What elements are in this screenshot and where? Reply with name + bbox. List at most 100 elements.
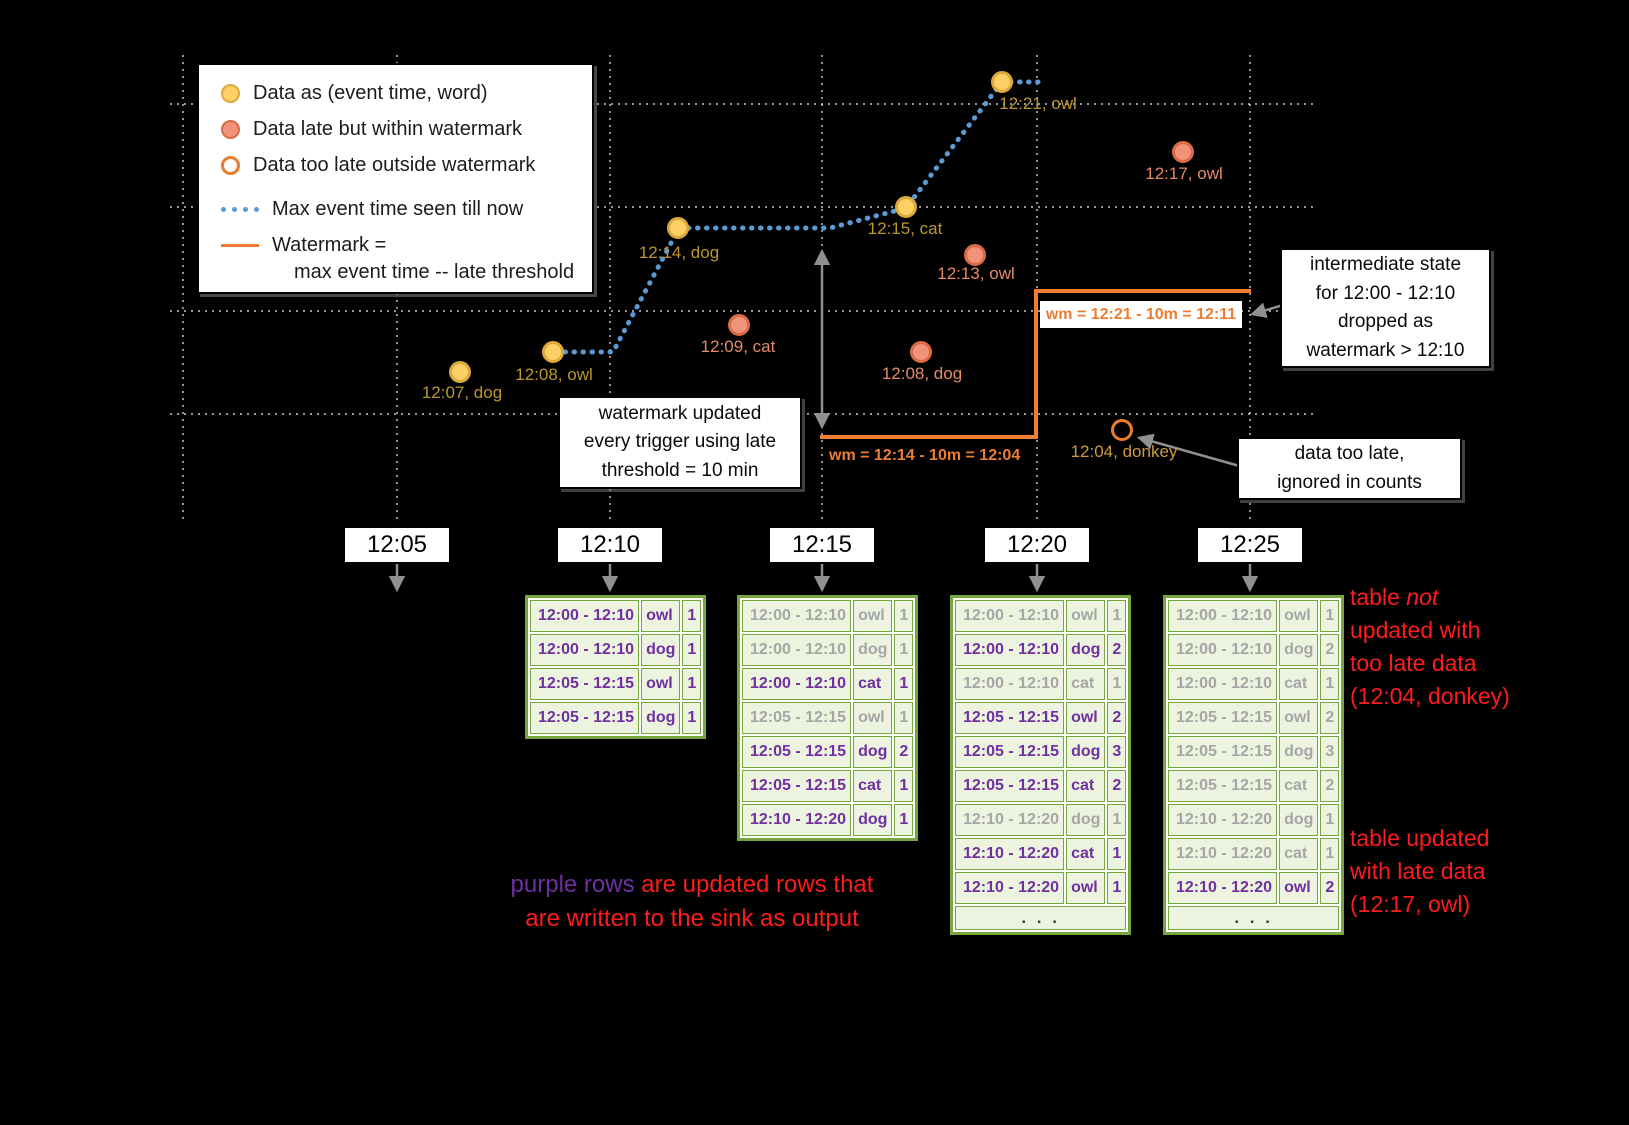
cell-word: cat — [1279, 668, 1319, 700]
annotation-line: with late data — [1350, 857, 1486, 884]
legend-item: Max event time seen till now — [221, 198, 592, 221]
data-point-ontime — [895, 196, 917, 218]
annotation-text: are updated rows that — [634, 871, 874, 898]
data-point-toolate — [1111, 419, 1133, 441]
annotation-text: table — [1350, 584, 1407, 610]
cell-win: 12:00 - 12:10 — [742, 600, 852, 632]
legend-label: Data as (event time, word) — [253, 82, 488, 104]
callout-line: threshold = 10 min — [601, 459, 759, 481]
cell-cnt: 2 — [1107, 702, 1127, 734]
cell-win: 12:05 - 12:15 — [742, 770, 852, 802]
cell-word: cat — [1066, 770, 1106, 802]
annotation-line: table not — [1350, 581, 1510, 614]
legend-label-continued: max event time -- late threshold — [294, 261, 575, 283]
callout-line: ignored in counts — [1277, 471, 1422, 493]
data-point-late — [728, 314, 750, 336]
cell-cnt: 1 — [1107, 668, 1127, 700]
cell-word: dog — [641, 702, 681, 734]
dot-late-icon — [221, 120, 240, 139]
data-point-ontime — [449, 361, 471, 383]
cell-word: dog — [1066, 634, 1106, 666]
legend-item: Data as (event time, word) — [221, 82, 592, 105]
cell-word: owl — [1279, 702, 1319, 734]
cell-cnt: 1 — [1107, 600, 1127, 632]
watermark-label-2: wm = 12:21 - 10m = 12:11 — [1040, 301, 1242, 328]
annotation-line: too late data — [1350, 649, 1477, 676]
cell-win: 12:10 - 12:20 — [1168, 804, 1278, 836]
tick-12-15: 12:15 — [768, 526, 876, 564]
purple-rows-highlight: purple rows — [510, 871, 635, 898]
cell-word: cat — [1066, 668, 1106, 700]
cell-win: 12:00 - 12:10 — [1168, 600, 1278, 632]
cell-word: cat — [1279, 770, 1319, 802]
cell-cnt: 1 — [1320, 600, 1340, 632]
cell-cnt: 3 — [1107, 736, 1127, 768]
cell-cnt: 1 — [894, 770, 914, 802]
cell-word: dog — [853, 634, 893, 666]
data-point-late — [1172, 141, 1194, 163]
data-point-label: 12:21, owl — [999, 94, 1077, 113]
cell-cnt: 1 — [894, 702, 914, 734]
cell-word: dog — [853, 736, 893, 768]
data-point-label: 12:13, owl — [937, 264, 1015, 283]
cell-cnt: 1 — [682, 668, 702, 700]
callout-line: dropped as — [1337, 311, 1434, 332]
data-point-late — [964, 244, 986, 266]
too-late-arrow — [1136, 433, 1244, 469]
cell-win: 12:00 - 12:10 — [742, 668, 852, 700]
cell-word: dog — [641, 634, 681, 666]
cell-cnt: 1 — [682, 600, 702, 632]
data-point-label: 12:08, dog — [881, 364, 963, 383]
legend-label: Watermark = — [272, 234, 387, 256]
watermark-line — [820, 289, 1251, 439]
cell-word: cat — [853, 668, 893, 700]
cell-win: 12:10 - 12:20 — [742, 804, 852, 836]
cell-win: 12:05 - 12:15 — [1168, 770, 1278, 802]
data-point-late — [910, 341, 932, 363]
annotation-line: (12:17, owl) — [1350, 890, 1471, 917]
ellipsis-row: . . . — [955, 906, 1127, 930]
cell-word: owl — [853, 702, 893, 734]
data-point-label: 12:09, cat — [700, 337, 776, 356]
cell-win: 12:00 - 12:10 — [955, 668, 1065, 700]
legend-item: Data too late outside watermark — [221, 154, 592, 177]
cell-word: owl — [1066, 702, 1106, 734]
cell-cnt: 1 — [682, 702, 702, 734]
callout-line: watermark updated — [598, 402, 762, 424]
legend-item: Data late but within watermark — [221, 118, 592, 141]
annotation-updated-late: table updated with late data (12:17, owl… — [1350, 822, 1489, 921]
cell-cnt: 2 — [894, 736, 914, 768]
cell-win: 12:05 - 12:15 — [955, 702, 1065, 734]
cell-cnt: 1 — [1320, 838, 1340, 870]
max-event-time-line — [553, 79, 1043, 355]
watermark-label-1: wm = 12:14 - 10m = 12:04 — [829, 447, 1021, 464]
callout-line: intermediate state — [1309, 254, 1462, 275]
legend-items: Data as (event time, word) Data late but … — [221, 82, 592, 284]
cell-cnt: 2 — [1320, 702, 1340, 734]
cell-win: 12:05 - 12:15 — [742, 736, 852, 768]
cell-win: 12:05 - 12:15 — [1168, 702, 1278, 734]
line-max-event-icon — [221, 207, 259, 212]
cell-cnt: 1 — [894, 600, 914, 632]
cell-word: dog — [1279, 804, 1319, 836]
